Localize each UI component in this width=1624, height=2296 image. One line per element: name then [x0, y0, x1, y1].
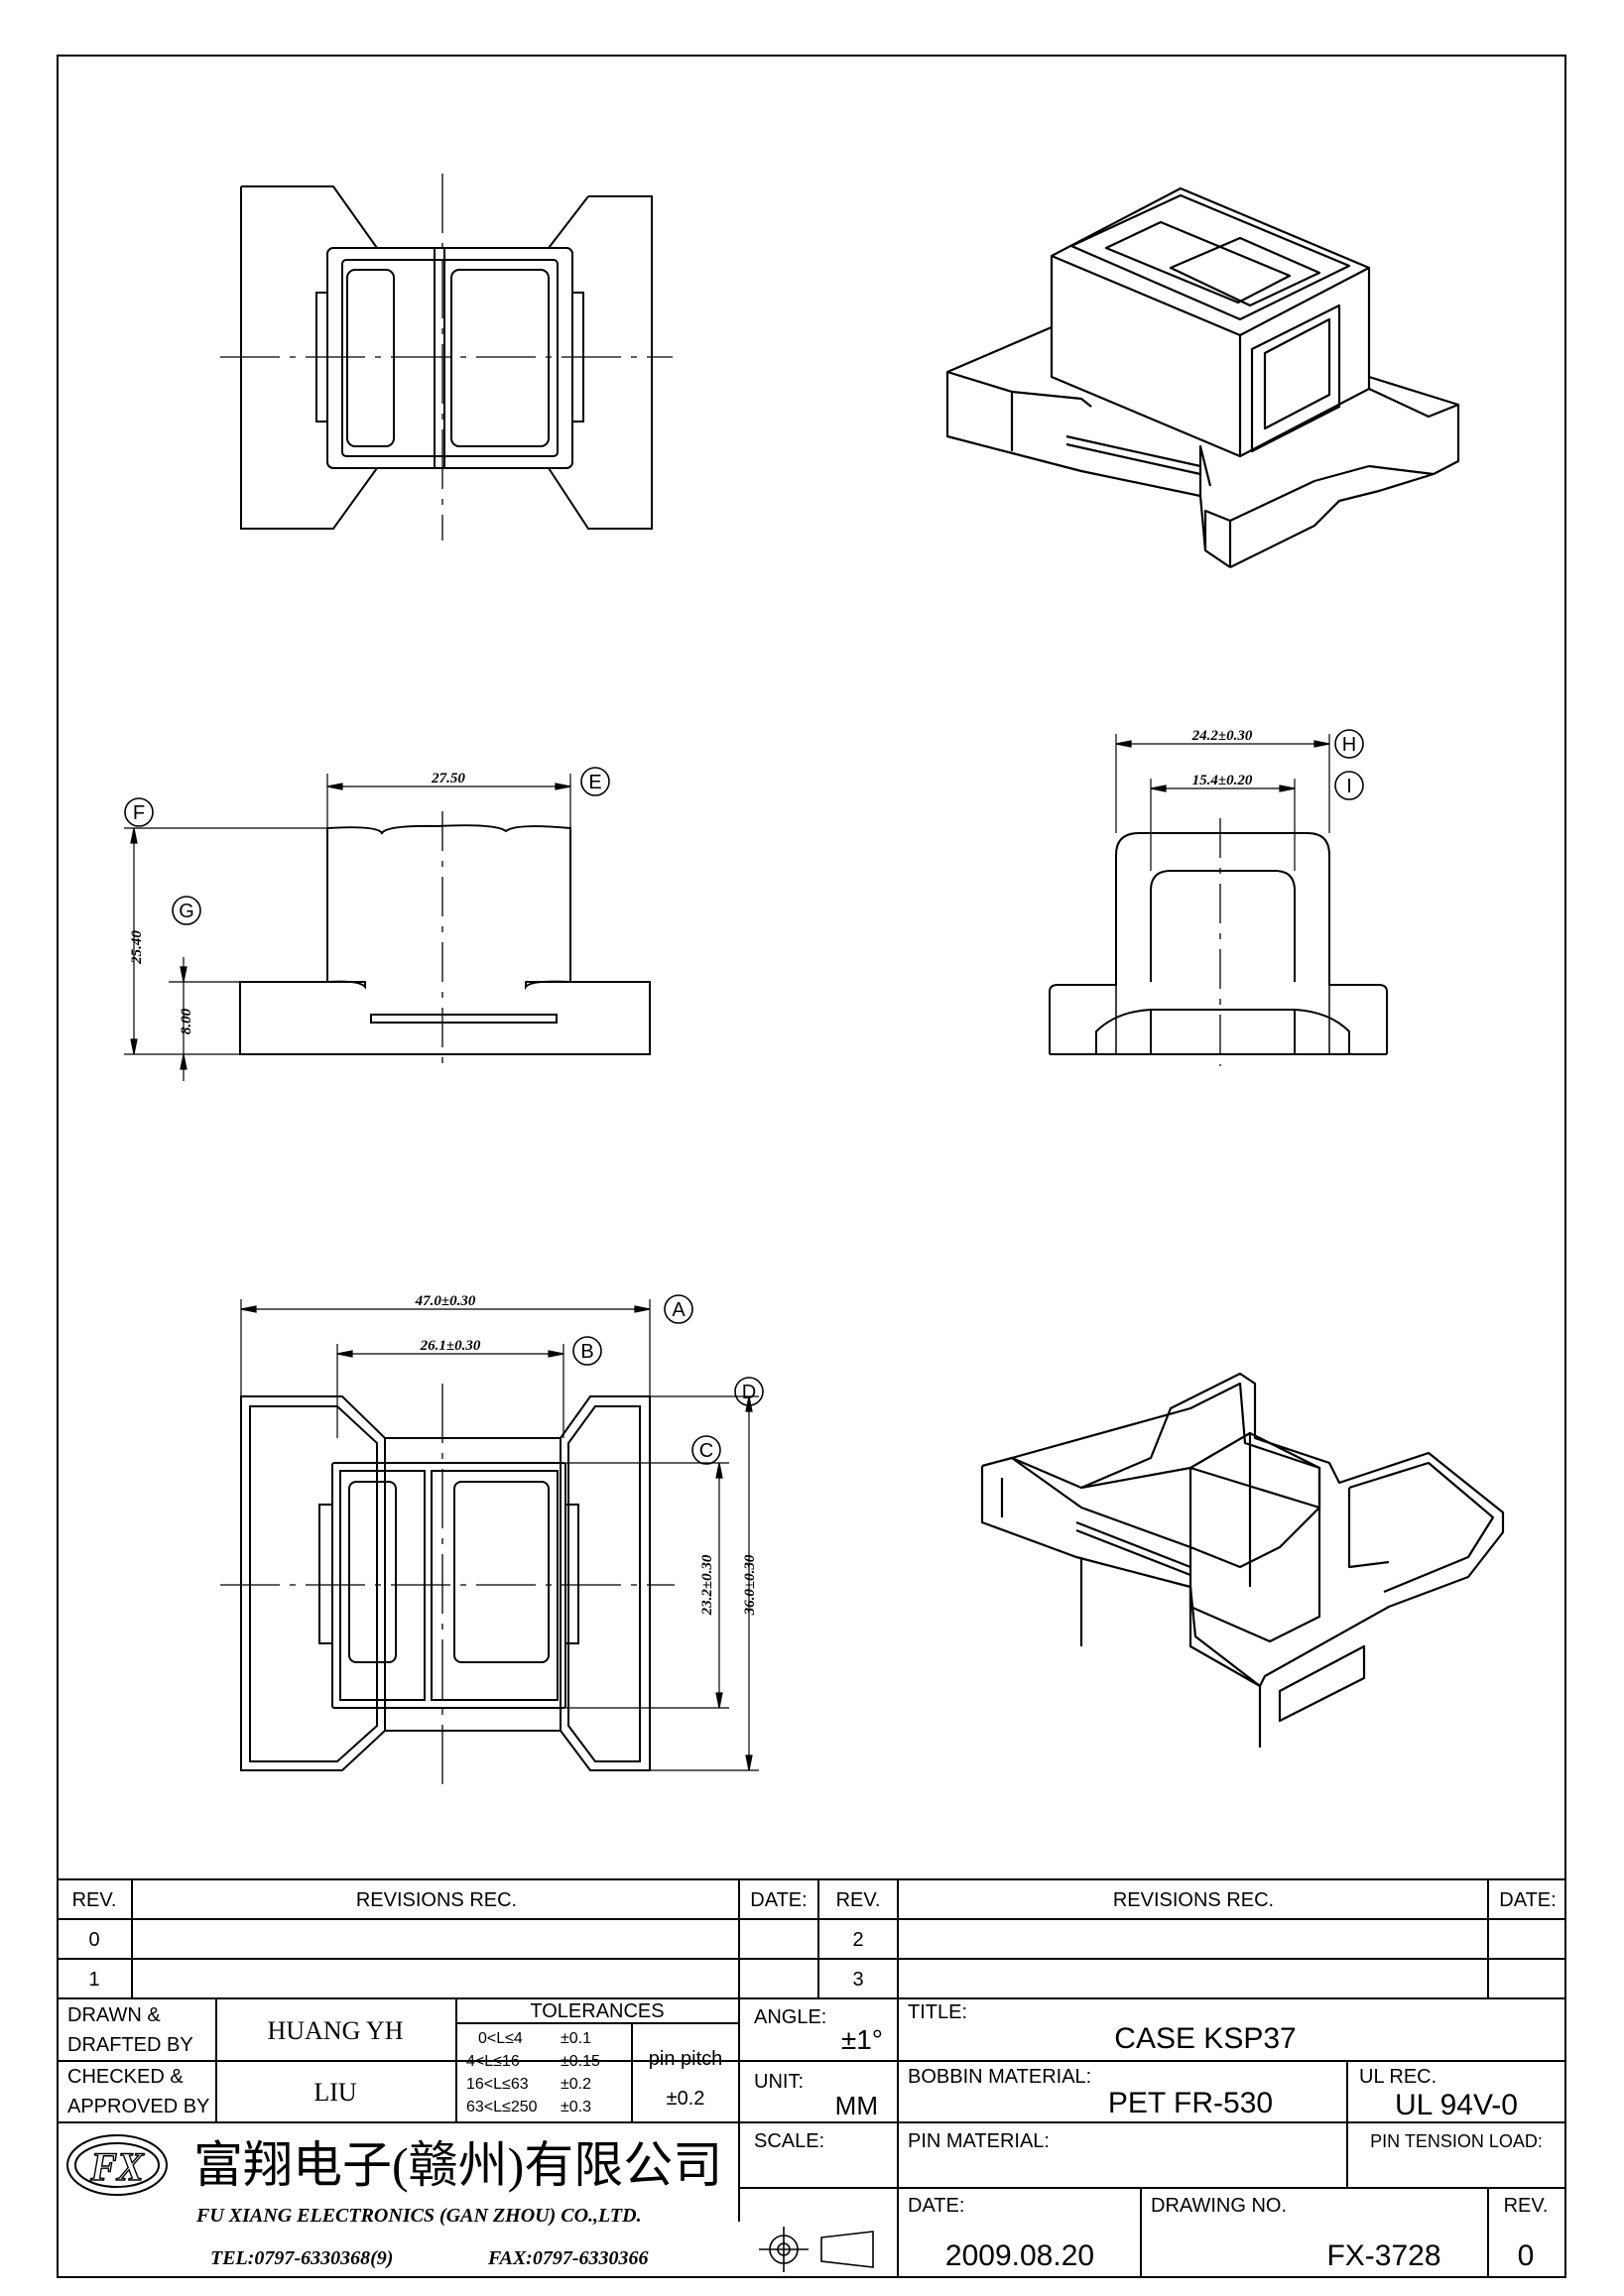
company-fax: FAX:0797-6330366	[487, 2247, 649, 2269]
marker-i-label: I	[1346, 776, 1352, 797]
revisions-header-left: REVISIONS REC.	[356, 1889, 517, 1911]
company-tel: TEL:0797-6330368(9)	[210, 2247, 393, 2269]
projection-symbol-icon	[759, 2227, 874, 2272]
rev-value: 0	[1518, 2239, 1535, 2272]
side-view-dims	[1115, 734, 1330, 871]
date-value: 2009.08.20	[945, 2239, 1094, 2272]
dim-side-inner: 15.4±0.20	[1192, 773, 1253, 788]
rev-row-2: 2	[852, 1929, 863, 1951]
marker-b-label: B	[580, 1341, 593, 1363]
company-name-en: FU XIANG ELECTRONICS (GAN ZHOU) CO.,LTD.	[195, 2205, 642, 2227]
marker-d-label: D	[742, 1382, 756, 1403]
bottom-view-dims	[240, 1299, 759, 1771]
drawing-no-label: DRAWING NO.	[1151, 2195, 1287, 2217]
title-block	[57, 1878, 1566, 2278]
drawn-by-value: HUANG YH	[268, 2016, 404, 2045]
drawn-label-2: DRAFTED BY	[67, 2034, 193, 2056]
isometric-view-top	[945, 186, 1460, 568]
marker-c	[691, 1435, 721, 1465]
dim-side-base: 8.00	[179, 1008, 194, 1034]
side-view	[1049, 818, 1388, 1066]
marker-g	[172, 896, 201, 925]
bobbin-material-label: BOBBIN MATERIAL:	[908, 2066, 1091, 2088]
ul-rec-value: UL 94V-0	[1395, 2089, 1518, 2121]
title-value: CASE KSP37	[1114, 2022, 1296, 2055]
tol-value-3: ±0.3	[561, 2099, 591, 2115]
title-label: TITLE:	[908, 2001, 967, 2023]
marker-a-label: A	[672, 1299, 686, 1321]
rev-row-0: 0	[88, 1929, 99, 1951]
drawing-no-value: FX-3728	[1326, 2239, 1440, 2272]
rev-label: REV.	[1504, 2195, 1549, 2217]
tol-range-1: 4<L≤16	[466, 2053, 520, 2070]
tol-value-0: ±0.1	[561, 2030, 591, 2047]
marker-h-label: H	[1342, 734, 1356, 756]
dim-bottom-inner-width: 26.1±0.30	[420, 1338, 481, 1354]
marker-i	[1334, 771, 1364, 800]
date-header-left: DATE:	[750, 1889, 807, 1911]
tol-value-2: ±0.2	[561, 2076, 591, 2093]
marker-e	[580, 767, 610, 796]
bobbin-material-value: PET FR-530	[1108, 2087, 1273, 2119]
dim-bottom-overall-width: 47.0±0.30	[415, 1293, 476, 1309]
marker-f-label: F	[133, 802, 145, 824]
bottom-view	[220, 1384, 675, 1785]
unit-label: UNIT:	[754, 2071, 804, 2093]
angle-value: ±1°	[841, 2024, 883, 2055]
top-view	[220, 174, 673, 541]
date-header-right: DATE:	[1499, 1889, 1556, 1911]
pin-pitch-label: pin pitch	[649, 2048, 723, 2070]
rev-row-3: 3	[852, 1969, 863, 1991]
checked-label-2: APPROVED BY	[67, 2096, 209, 2117]
tol-value-1: ±0.15	[561, 2053, 600, 2070]
marker-b	[572, 1336, 602, 1366]
front-view-dims	[124, 774, 571, 1081]
pin-tension-label: PIN TENSION LOAD:	[1370, 2131, 1543, 2151]
marker-f	[124, 797, 154, 827]
dim-front-width: 27.50	[431, 771, 465, 786]
ul-rec-label: UL REC.	[1359, 2066, 1437, 2088]
front-view	[239, 811, 651, 1064]
unit-value: MM	[835, 2091, 878, 2120]
angle-label: ANGLE:	[754, 2006, 826, 2028]
fx-logo-text: FX	[89, 2144, 145, 2189]
dim-side-total: 25.40	[129, 930, 145, 965]
checked-label-1: CHECKED &	[67, 2066, 184, 2088]
rev-row-1: 1	[88, 1969, 99, 1991]
revisions-header-right: REVISIONS REC.	[1113, 1889, 1274, 1911]
marker-c-label: C	[699, 1440, 713, 1462]
company-name-cn: 富翔电子(赣州)有限公司	[193, 2137, 722, 2193]
marker-d	[734, 1377, 764, 1406]
dim-bottom-overall-height: 36.0±0.30	[742, 1554, 758, 1616]
tolerances-title: TOLERANCES	[530, 2000, 664, 2022]
dim-bottom-inner-height: 23.2±0.30	[699, 1554, 715, 1616]
rev-header-right: REV.	[836, 1889, 881, 1911]
date-label: DATE:	[908, 2195, 964, 2217]
rev-header-left: REV.	[72, 1889, 117, 1911]
marker-g-label: G	[179, 901, 194, 922]
tol-range-3: 63<L≤250	[466, 2099, 538, 2115]
checked-by-value: LIU	[313, 2078, 357, 2107]
marker-h	[1334, 729, 1364, 759]
drawn-label-1: DRAWN &	[67, 2004, 161, 2026]
marker-e-label: E	[588, 772, 601, 793]
dim-side-outer: 24.2±0.30	[1191, 728, 1253, 744]
fx-logo-icon: FX	[66, 2134, 168, 2196]
isometric-view-bottom	[980, 1372, 1505, 1748]
pin-pitch-value: ±0.2	[667, 2088, 705, 2110]
tol-range-0: 0<L≤4	[478, 2030, 523, 2047]
pin-material-label: PIN MATERIAL:	[908, 2130, 1050, 2152]
marker-a	[664, 1294, 693, 1324]
tol-range-2: 16<L≤63	[466, 2076, 529, 2093]
scale-label: SCALE:	[754, 2130, 824, 2152]
